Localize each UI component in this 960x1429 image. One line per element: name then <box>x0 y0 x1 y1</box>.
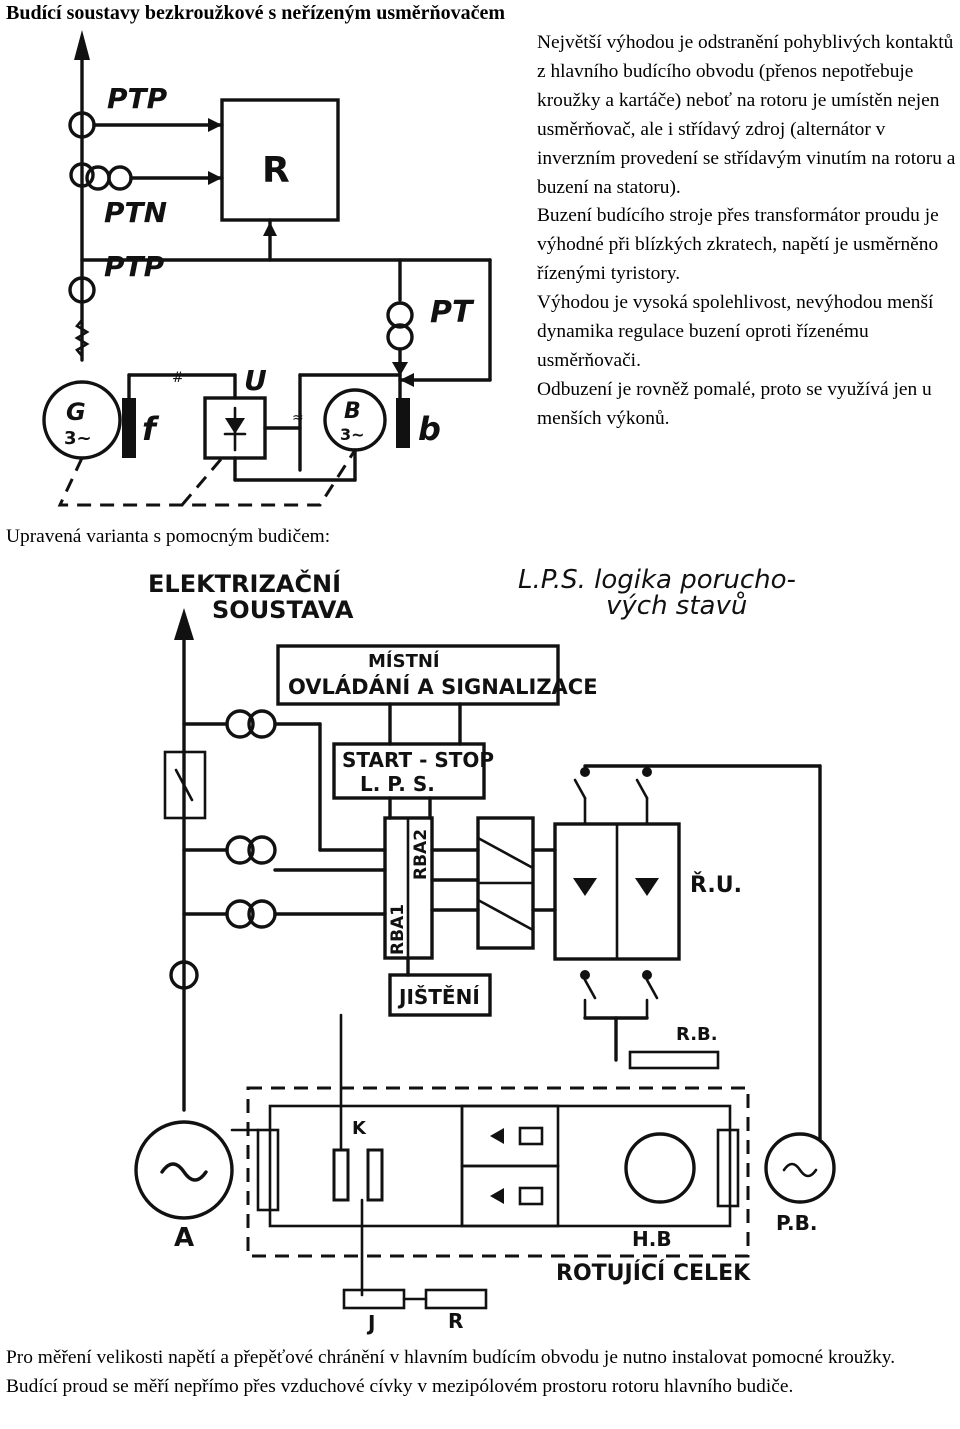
ptp-mid-ct-icon <box>68 276 96 304</box>
exciter-field <box>716 1128 740 1208</box>
j-element <box>342 1288 406 1310</box>
exciter-winding-b <box>396 398 410 448</box>
rectifier-diode-icon <box>225 418 245 434</box>
mistni-label: MÍSTNÍ <box>368 650 440 672</box>
exciter-b-label: B <box>344 399 361 424</box>
thyristor-icon <box>573 878 597 896</box>
ptp-top-label: PTP <box>107 82 168 115</box>
page-title: Budící soustavy bezkroužkové s neřízeným… <box>6 2 506 24</box>
svg-text:#: # <box>172 370 184 386</box>
rotating-rectifier-2 <box>460 1164 560 1228</box>
regulator-label: R <box>262 150 290 191</box>
shaft-coupling-dashed <box>57 449 357 507</box>
pt-transformer-icon <box>386 301 414 329</box>
r-resistor <box>424 1288 488 1310</box>
b-small-label: b <box>418 410 441 448</box>
footer-text: Pro měření velikosti napětí a přepěťové … <box>6 1347 896 1397</box>
ptn-label: PTN <box>104 196 167 229</box>
rotating-assembly-frame <box>246 1086 750 1258</box>
generator-label: G <box>66 398 86 426</box>
soustava-label: SOUSTAVA <box>212 596 354 624</box>
hb-label: H.B <box>632 1227 672 1251</box>
paragraph-excitation: Buzení budícího stroje přes transformáto… <box>537 205 939 285</box>
rba2-label: RBA2 <box>411 829 431 880</box>
paragraph-advantage: Největší výhodou je odstranění pohyblivý… <box>537 32 956 198</box>
description-text: Největší výhodou je odstranění pohyblivý… <box>537 29 960 434</box>
regulator-block <box>220 98 340 222</box>
diode-icon <box>392 362 408 376</box>
system-arrow-icon <box>174 608 194 640</box>
circuit-breaker <box>163 750 207 820</box>
ptp-mid-label: PTP <box>104 250 165 283</box>
jisteni-label: JIŠTĚNÍ <box>397 985 480 1009</box>
protection-block <box>388 973 492 1017</box>
air-coil-2 <box>366 1148 384 1202</box>
svg-text:≈: ≈ <box>292 410 304 426</box>
local-control-block <box>276 644 560 706</box>
paragraph-deexcitation: Odbuzení je rovněž pomalé, proto se využ… <box>537 378 932 429</box>
main-field-winding <box>256 1128 280 1212</box>
a-label: A <box>174 1223 194 1253</box>
pb-label: P.B. <box>776 1211 817 1235</box>
ru-label: Ř.U. <box>690 872 742 898</box>
exciter-b-phase: 3~ <box>340 425 365 444</box>
generator-phase: 3~ <box>64 428 92 449</box>
pt-label: PT <box>430 295 475 330</box>
rotujici-label: ROTUJÍCÍ CELEK <box>556 1260 751 1286</box>
j-label: J <box>366 1311 375 1335</box>
rotating-diode-icon <box>490 1128 504 1144</box>
r-label: R <box>448 1309 463 1333</box>
start-stop-block <box>332 742 486 800</box>
rb-resistor <box>628 1050 720 1070</box>
rotating-rectifier-1 <box>460 1104 560 1168</box>
ct4-icon <box>169 960 199 990</box>
paragraph-reliability: Výhodou je vysoká spolehlivost, nevýhodo… <box>537 292 934 371</box>
main-generator-icon <box>134 1120 234 1220</box>
ovladani-label: OVLÁDÁNÍ A SIGNALIZACE <box>288 674 598 699</box>
u-label: U <box>244 364 267 397</box>
f-label: f <box>142 410 160 448</box>
lps-logic-label: L.P.S. logika porucho- <box>518 565 796 595</box>
main-exciter-hb-icon <box>624 1132 696 1204</box>
elektrizacni-label: ELEKTRIZAČNÍ <box>148 568 341 598</box>
subtitle: Upravená varianta s pomocným budičem: <box>6 526 331 547</box>
bus-arrow-icon <box>74 30 90 60</box>
start-stop-lps-label: L. P. S. <box>360 772 435 796</box>
field-winding-f <box>122 398 136 458</box>
rba1-label: RBA1 <box>388 904 408 955</box>
rb-label: R.B. <box>676 1024 718 1045</box>
pilot-exciter-pb-icon <box>764 1132 836 1204</box>
start-stop-label: START - STOP <box>342 748 494 772</box>
k-label: K <box>352 1118 367 1139</box>
lps-logic-label-2: vých stavů <box>606 590 747 621</box>
air-coil-1 <box>332 1148 350 1202</box>
ptn-ct-icon <box>69 162 95 188</box>
